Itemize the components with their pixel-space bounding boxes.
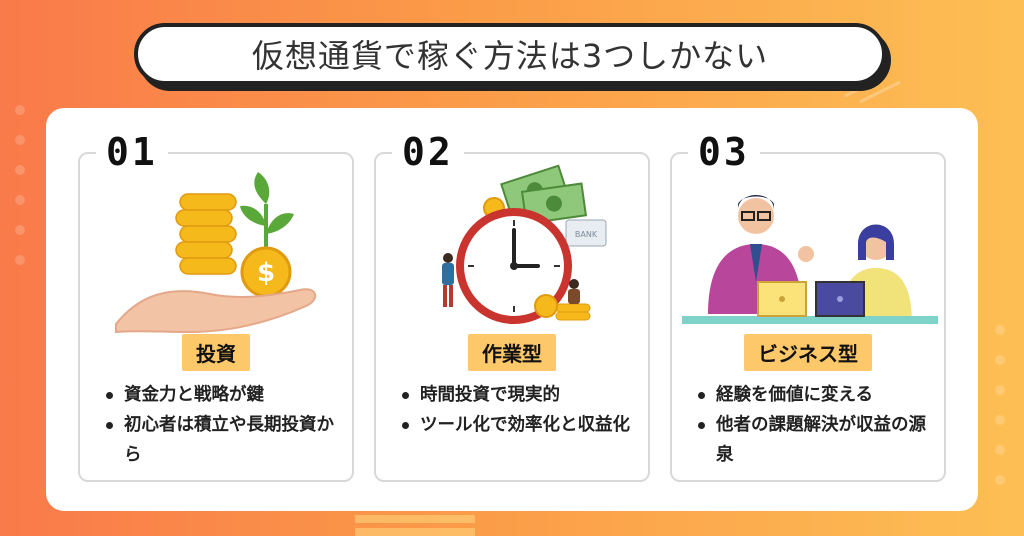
- bullet-list: 時間投資で現実的 ツール化で効率化と収益化: [398, 380, 634, 440]
- bullet-item: 初心者は積立や長期投資から: [102, 410, 338, 470]
- bullet-item: 経験を価値に変える: [694, 380, 930, 410]
- title-banner: 仮想通貨で稼ぐ方法は3つしかない: [134, 23, 886, 85]
- card-label: 投資: [182, 334, 250, 371]
- clock-money-workers-icon: BANK: [442, 164, 607, 324]
- bank-card-text: BANK: [575, 230, 598, 239]
- business-people-laptop-icon: [682, 195, 938, 324]
- card-investment: 01 $ 投資 資金力と戦略が鍵 初心者は積立や長期投資から: [78, 132, 354, 482]
- svg-text:$: $: [257, 258, 275, 288]
- page-title: 仮想通貨で稼ぐ方法は3つしかない: [251, 37, 769, 75]
- card-business-type: 03 ビジネス型 経験を価値に変える 他者の課題解決が収益の源泉: [670, 132, 946, 482]
- bullet-list: 資金力と戦略が鍵 初心者は積立や長期投資から: [102, 380, 338, 470]
- card-number: 02: [392, 132, 464, 172]
- bullet-list: 経験を価値に変える 他者の課題解決が収益の源泉: [694, 380, 930, 470]
- bullet-item: 時間投資で現実的: [398, 380, 634, 410]
- bullet-item: 資金力と戦略が鍵: [102, 380, 338, 410]
- card-label: ビジネス型: [744, 334, 872, 371]
- card-label: 作業型: [468, 334, 556, 371]
- card-number: 01: [96, 132, 168, 172]
- card-work-type: 02 BANK: [374, 132, 650, 482]
- bullet-item: 他者の課題解決が収益の源泉: [694, 410, 930, 470]
- bullet-item: ツール化で効率化と収益化: [398, 410, 634, 440]
- hand-coins-plant-icon: $: [115, 172, 316, 334]
- card-number: 03: [688, 132, 760, 172]
